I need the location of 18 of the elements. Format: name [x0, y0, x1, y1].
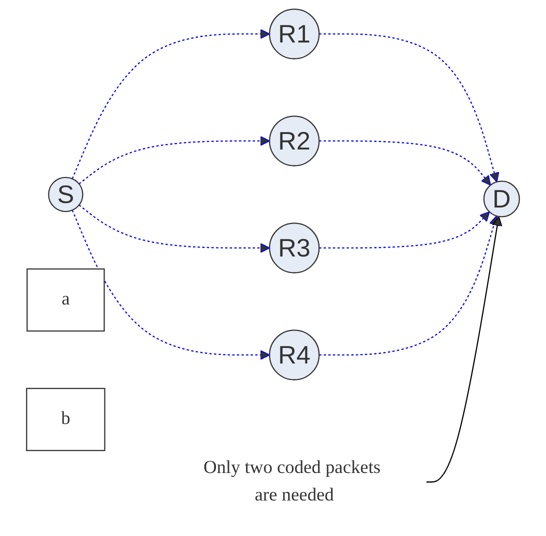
arrow	[319, 33, 500, 182]
arrow	[72, 210, 270, 360]
node-circle: R3	[268, 222, 320, 274]
node-text: Only two coded packets are needed	[203, 458, 381, 505]
node-circle: R4	[268, 330, 320, 380]
node-circle: R1	[268, 8, 320, 60]
arrow	[78, 136, 270, 184]
arrow	[72, 28, 270, 179]
arrow	[319, 140, 491, 186]
node-box: b	[26, 388, 106, 452]
node-circle: R2	[268, 116, 320, 166]
arrow	[78, 204, 270, 254]
arrow	[319, 211, 490, 249]
node-circle: S	[48, 176, 84, 212]
node-box: a	[26, 268, 105, 332]
arrow	[426, 216, 502, 483]
node-circle: D	[483, 180, 520, 218]
arrow	[319, 216, 499, 356]
